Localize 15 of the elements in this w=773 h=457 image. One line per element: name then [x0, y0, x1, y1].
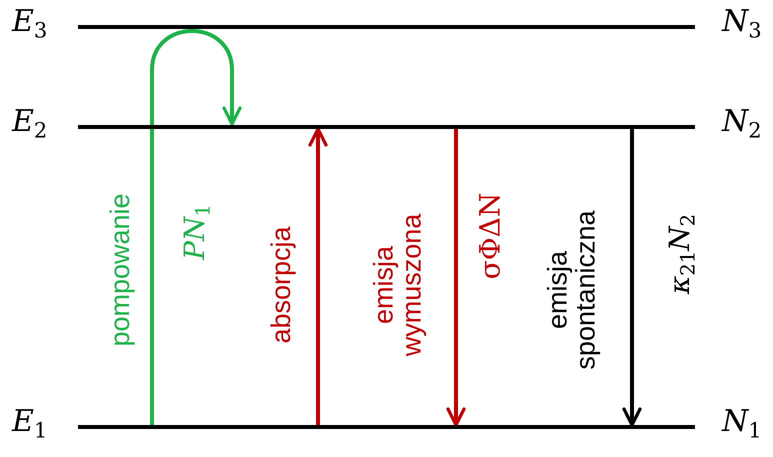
- population-label: N$_{2}$: [722, 107, 762, 142]
- energy-label: E$_{2}$: [12, 107, 48, 142]
- transition-arrow: [446, 129, 466, 427]
- population-label: N$_{3}$: [722, 7, 762, 42]
- transition-arrow: [308, 127, 328, 425]
- rate-label: σΦΔN: [475, 192, 505, 280]
- energy-label: E$_{3}$: [12, 7, 48, 42]
- population-label: N$_{1}$: [722, 407, 762, 442]
- process-label: emisja spontaniczna: [544, 209, 600, 372]
- transition-arrow: [622, 129, 642, 427]
- energy-label: E$_{1}$: [12, 407, 48, 442]
- process-label: emisja wymuszona: [370, 212, 426, 358]
- curved-arrow: [150, 29, 242, 425]
- process-label: pompowanie: [106, 193, 134, 347]
- process-label: absorpcja: [266, 226, 296, 344]
